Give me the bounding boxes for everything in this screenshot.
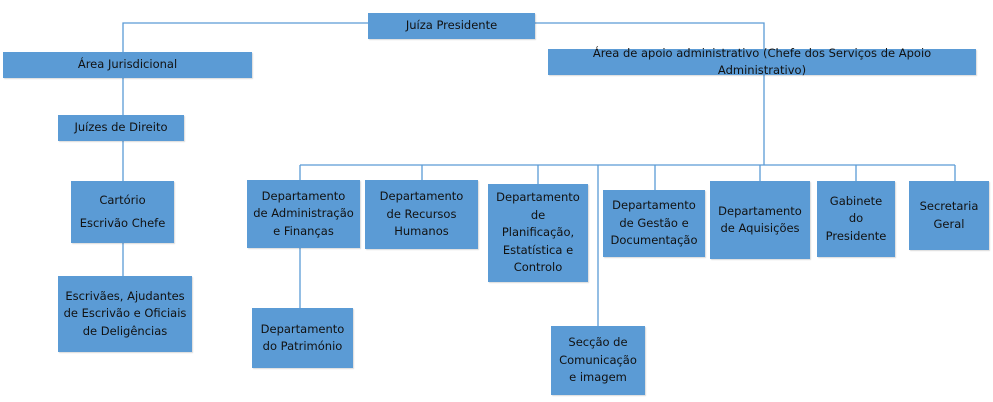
label-escrivaes: Escrivães, Ajudantes de Escrivão e Ofici…: [63, 288, 187, 338]
node-area-apoio-administrativo: Área de apoio administrativo (Chefe dos …: [548, 46, 976, 77]
node-dep-administracao-financas: Departamento de Administração e Finanças: [247, 180, 360, 248]
label-dep-administracao-financas: Departamento de Administração e Finanças: [253, 188, 354, 238]
node-escrivaes: Escrivães, Ajudantes de Escrivão e Ofici…: [58, 276, 192, 352]
node-cartorio: Cartório Escrivão Chefe: [71, 181, 174, 243]
node-area-jurisdicional: Área Jurisdicional: [3, 52, 252, 78]
node-seccao-comunicacao: Secção de Comunicação e imagem: [551, 326, 645, 395]
node-dep-recursos-humanos: Departamento de Recursos Humanos: [365, 180, 478, 249]
label-gabinete-presidente: Gabinete do Presidente: [825, 193, 887, 243]
label-seccao-comunicacao: Secção de Comunicação e imagem: [559, 335, 637, 385]
node-gabinete-presidente: Gabinete do Presidente: [817, 181, 895, 257]
label-dep-recursos-humanos: Departamento de Recursos Humanos: [379, 189, 464, 239]
label-area-jurisdicional: Área Jurisdicional: [77, 57, 178, 72]
label-dep-planificacao: Departamento de Planificação, Estatístic…: [496, 190, 580, 275]
node-secretaria-geral: Secretaria Geral: [909, 181, 989, 250]
connector-presidente-jurisdicional: [122, 22, 368, 52]
label-area-apoio-administrativo: Área de apoio administrativo (Chefe dos …: [592, 45, 932, 78]
label-secretaria-geral: Secretaria Geral: [919, 199, 979, 231]
label-dep-gestao-documentacao: Departamento de Gestão e Documentação: [610, 198, 698, 248]
node-juizes-de-direito: Juízes de Direito: [58, 115, 184, 141]
node-juiza-presidente: Juíza Presidente: [368, 13, 535, 39]
label-dep-aquisicoes: Departamento de Aquisições: [718, 203, 802, 236]
node-dep-planificacao: Departamento de Planificação, Estatístic…: [488, 184, 588, 282]
connector-presidente-apoio: [535, 22, 765, 49]
label-cartorio: Cartório Escrivão Chefe: [79, 193, 166, 230]
node-dep-gestao-documentacao: Departamento de Gestão e Documentação: [603, 190, 705, 257]
node-dep-aquisicoes: Departamento de Aquisições: [710, 181, 810, 259]
node-dep-patrimonio: Departamento do Património: [252, 308, 353, 368]
label-juiza-presidente: Juíza Presidente: [405, 18, 498, 33]
label-dep-patrimonio: Departamento do Património: [260, 321, 345, 354]
label-juizes-de-direito: Juízes de Direito: [74, 120, 168, 135]
